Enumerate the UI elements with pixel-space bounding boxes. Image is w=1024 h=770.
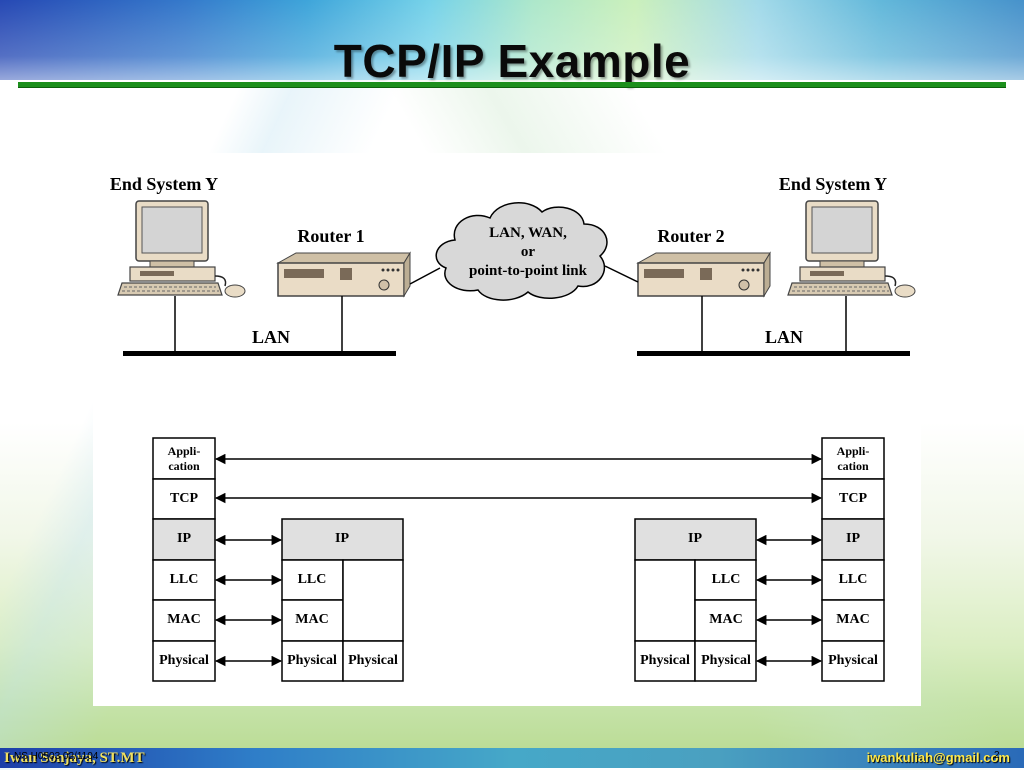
link-router1-cloud [409,267,441,285]
router2-mac: MAC [709,612,742,627]
stack-router-1 [281,518,404,682]
router1-llc: LLC [298,572,327,587]
stack-right-ip: IP [846,531,860,546]
stack-left-llc: LLC [170,572,199,587]
stack-right-tcp: TCP [839,491,867,506]
footer-course-code: NS H0503 02/1104 [14,751,99,762]
network-cloud-icon [435,202,608,301]
lan-bus-right [637,351,910,356]
stack-right-llc: LLC [839,572,868,587]
router-2-label: Router 2 [657,226,724,246]
title-underline [18,82,1006,88]
stack-left-physical: Physical [159,653,209,668]
end-system-left-label: End System Y [110,174,218,194]
slide-title: TCP/IP Example [333,35,691,87]
lan-left-label: LAN [252,327,290,347]
stack-left-mac: MAC [167,612,200,627]
router2-ip: IP [688,531,702,546]
cloud-label-line-3: point-to-point link [469,263,588,279]
stack-right-application-line2: cation [837,459,869,473]
stack-left-application-line2: cation [168,459,200,473]
stack-left-tcp: TCP [170,491,198,506]
router1-physical-a: Physical [287,653,337,668]
computer-right-icon [787,200,916,298]
router-1-icon [276,251,411,298]
stack-right-physical: Physical [828,653,878,668]
header-background [0,0,1024,80]
router2-physical-b: Physical [701,653,751,668]
router-1-label: Router 1 [297,226,364,246]
stack-right-mac: MAC [836,612,869,627]
cloud-label-line-1: LAN, WAN, [489,225,567,241]
stack-left-ip: IP [177,531,191,546]
router2-llc: LLC [712,572,741,587]
computer-left-icon [117,200,246,298]
stack-end-left [152,437,216,682]
stack-right-application-line1: Appli- [837,444,870,458]
cloud-label-line-2: or [521,244,536,260]
footer-email: iwankuliah@gmail.com [866,750,1010,765]
footer-author: Iwan Sonjaya, ST.MT [4,750,145,766]
page-number: 2 [994,750,1000,761]
stack-router-2 [634,518,757,682]
router2-physical-a: Physical [640,653,690,668]
lan-bus-left [123,351,396,356]
router1-mac: MAC [295,612,328,627]
router1-ip: IP [335,531,349,546]
router1-physical-b: Physical [348,653,398,668]
stack-left-application-line1: Appli- [168,444,201,458]
stack-end-right [821,437,885,682]
end-system-right-label: End System Y [779,174,887,194]
link-cloud-router2 [604,265,639,283]
lan-right-label: LAN [765,327,803,347]
footer-band [0,748,1024,768]
router-2-icon [636,251,771,298]
